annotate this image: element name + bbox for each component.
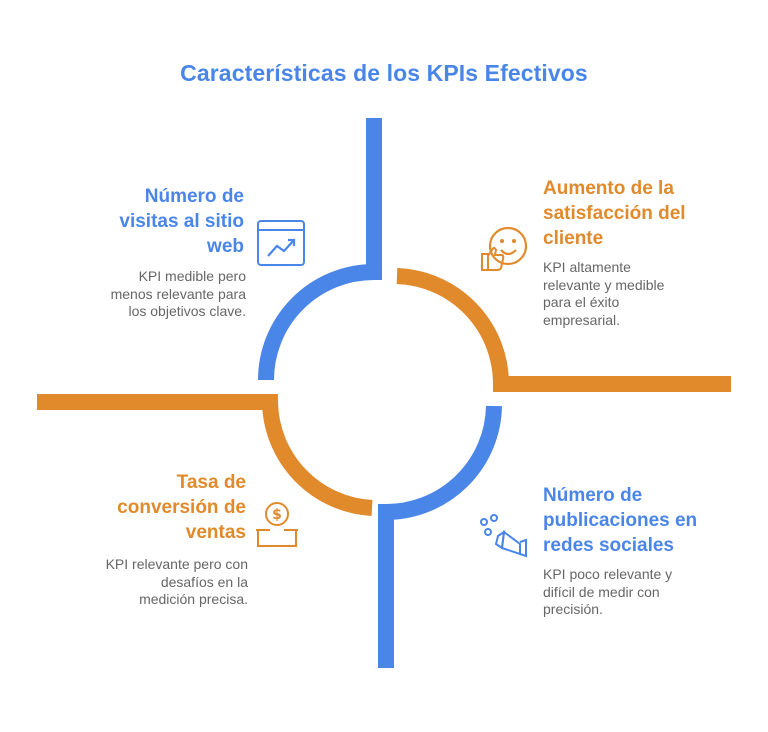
page-title: Características de los KPIs Efectivos	[180, 60, 588, 86]
top-left-connector	[258, 118, 382, 381]
heading-line: Tasa de	[176, 472, 246, 493]
bottom-left-connector	[37, 394, 373, 516]
megaphone-icon	[480, 514, 527, 558]
description-line: KPI poco relevante y	[543, 566, 673, 582]
heading-line: Número de	[144, 186, 244, 207]
heading-line: satisfacción del	[543, 203, 686, 224]
trending-chart-icon	[257, 220, 305, 266]
heading-line: conversión de	[117, 497, 246, 518]
top-right-connector	[396, 268, 731, 392]
bottom-left-heading: Tasa de conversión de ventas	[46, 470, 246, 545]
top-left-heading: Número de visitas al sitio web	[44, 184, 244, 259]
heading-line: publicaciones en	[543, 510, 698, 531]
svg-text:$: $	[272, 507, 282, 523]
description-line: medición precisa.	[139, 591, 248, 607]
bottom-right-heading: Número de publicaciones en redes sociale…	[543, 483, 753, 558]
top-right-heading: Aumento de la satisfacción del cliente	[543, 176, 743, 251]
bottom-left-description: KPI relevante pero con desafíos en la me…	[18, 556, 248, 609]
description-line: menos relevante para	[110, 285, 246, 302]
heading-line: visitas al sitio	[119, 211, 244, 232]
description-line: KPI altamente	[543, 259, 631, 275]
heading-line: web	[207, 236, 244, 257]
heading-line: Número de	[543, 485, 643, 506]
heading-line: ventas	[185, 522, 246, 543]
heading-line: Aumento de la	[543, 178, 674, 199]
description-line: difícil de medir con	[543, 583, 660, 600]
smiley-thumbs-up-icon	[481, 226, 528, 271]
top-right-description: KPI altamente relevante y medible para e…	[543, 259, 743, 329]
description-line: desafíos en la	[160, 573, 248, 590]
description-line: relevante y medible	[543, 276, 665, 293]
description-line: para el éxito	[543, 294, 620, 310]
description-line: precisión.	[543, 601, 603, 617]
coin-deposit-icon: $	[256, 502, 298, 547]
description-line: KPI medible pero	[138, 268, 246, 284]
heading-line: redes sociales	[543, 535, 674, 556]
bottom-right-description: KPI poco relevante y difícil de medir co…	[543, 566, 753, 619]
description-line: KPI relevante pero con	[105, 556, 248, 572]
top-left-description: KPI medible pero menos relevante para lo…	[26, 268, 246, 321]
heading-line: cliente	[543, 228, 604, 249]
description-line: los objetivos clave.	[128, 303, 246, 319]
bottom-right-connector	[378, 405, 502, 668]
description-line: empresarial.	[543, 311, 621, 328]
